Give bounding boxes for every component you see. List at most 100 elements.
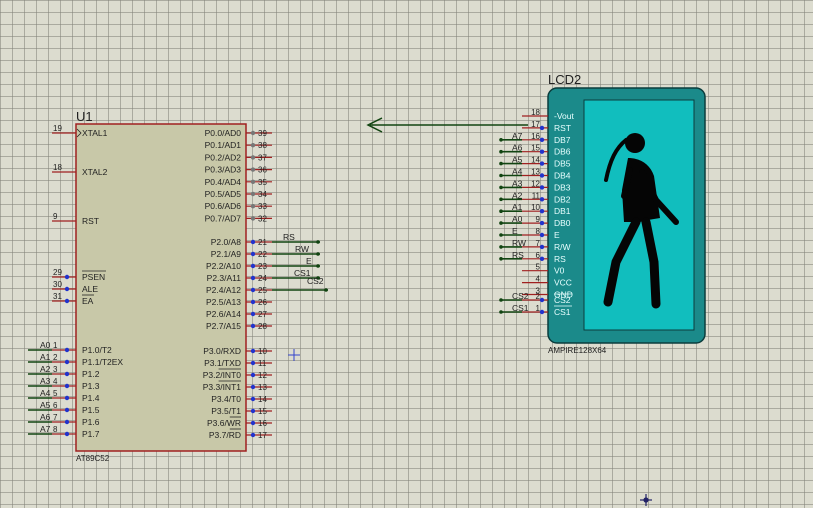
- pin-number: 17: [258, 431, 267, 440]
- pin-name: P2.6/A14: [206, 309, 241, 319]
- pin-number: 32: [258, 214, 267, 223]
- net-label: A6: [512, 143, 523, 153]
- pin-name: P0.4/AD4: [205, 177, 242, 187]
- u1-body[interactable]: [75, 123, 247, 452]
- pin-number: 7: [53, 413, 58, 422]
- pin-name: P1.3: [82, 381, 100, 391]
- pin-name: ALE: [82, 284, 98, 294]
- pin-number: 19: [53, 124, 62, 133]
- pin-number: 17: [531, 120, 540, 129]
- pin-number: 6: [536, 251, 541, 260]
- pin-number: 18: [53, 163, 62, 172]
- probe-wire[interactable]: [366, 117, 528, 133]
- u1-pin-32[interactable]: 32 P0.7/AD7: [205, 213, 272, 223]
- net-label: A5: [40, 400, 51, 410]
- pin-name: P0.6/AD6: [205, 201, 242, 211]
- pin-number: 3: [536, 287, 541, 296]
- pin-number: 10: [258, 347, 267, 356]
- pin-name: P1.4: [82, 393, 100, 403]
- net-label: RS: [283, 232, 295, 242]
- pin-number: 25: [258, 286, 267, 295]
- pin-number: 16: [531, 132, 540, 141]
- pin-number: 8: [536, 227, 541, 236]
- pin-number: 18: [531, 108, 540, 117]
- lcd-pin-18[interactable]: 18-Vout: [522, 108, 574, 121]
- pin-number: 11: [258, 359, 267, 368]
- pin-name: P3.4/T0: [211, 394, 241, 404]
- net-label: A3: [512, 178, 523, 188]
- pin-number: 33: [258, 202, 267, 211]
- pin-number: 31: [53, 292, 62, 301]
- pin-number: 1: [53, 341, 58, 350]
- net-label: A7: [512, 131, 523, 141]
- pin-number: 12: [531, 179, 540, 188]
- pin-name: P3.5/T1: [211, 406, 241, 416]
- u1-pin-33[interactable]: 33 P0.6/AD6: [205, 201, 272, 211]
- pin-name: P0.7/AD7: [205, 213, 242, 223]
- pin-name: P3.6/WR: [207, 418, 241, 428]
- u1-ref: U1: [76, 109, 93, 124]
- net-label: RS: [512, 250, 524, 260]
- net-label: A2: [512, 190, 523, 200]
- net-label: A1: [512, 202, 523, 212]
